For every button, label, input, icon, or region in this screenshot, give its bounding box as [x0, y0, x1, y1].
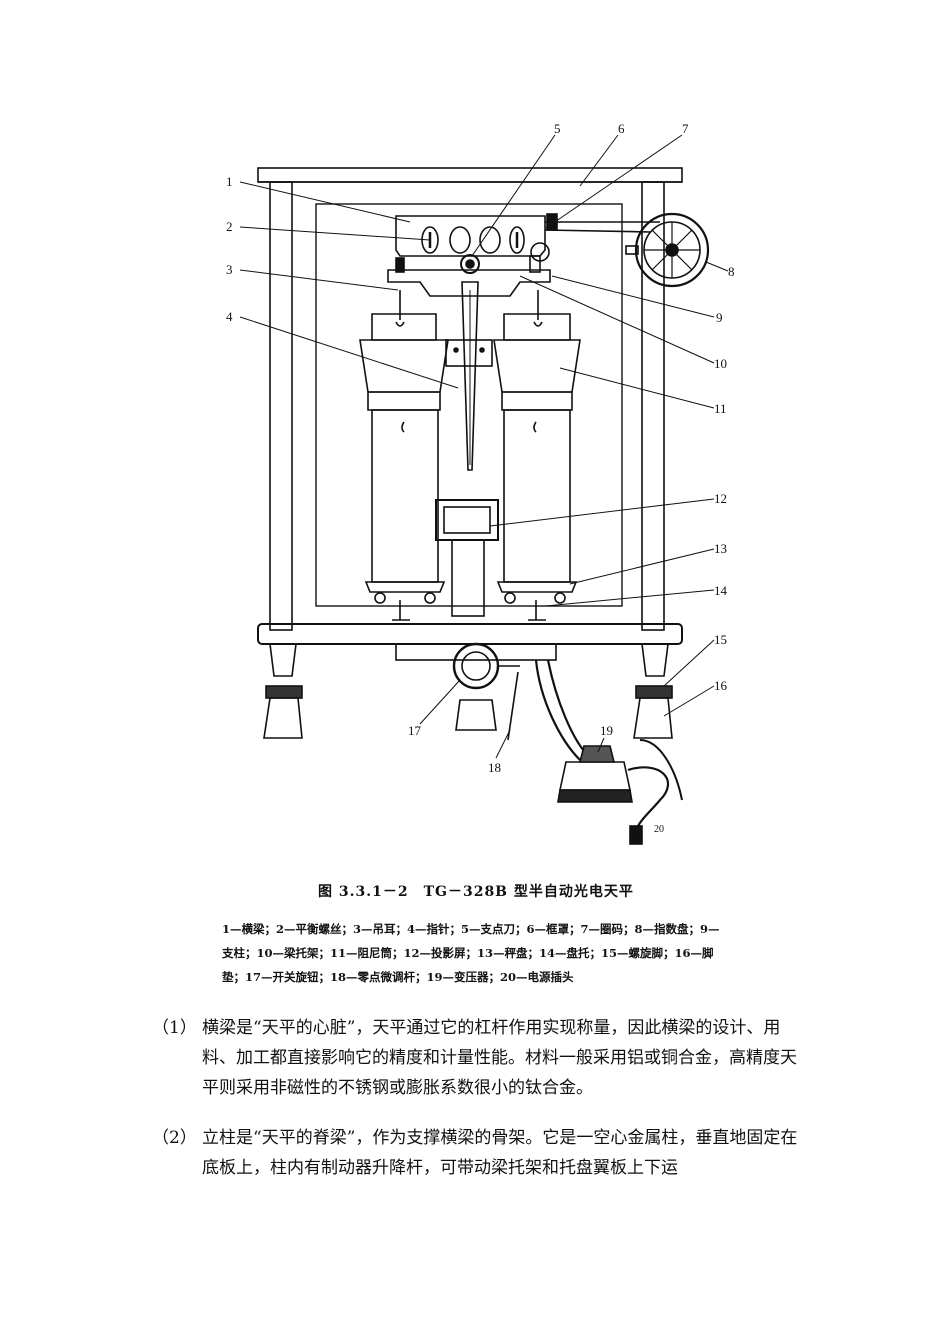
part-label-4: 4: [226, 309, 233, 324]
right-foot: [633, 643, 673, 739]
figure-legend: 1—横梁；2—平衡螺丝；3—吊耳；4—指针；5—支点刀；6—框罩；7—圈码；8—…: [222, 922, 720, 984]
transformer: [559, 761, 631, 791]
part-label-20: 20: [654, 824, 664, 835]
left-foot: [263, 643, 303, 739]
paragraph-text: 横梁是“天平的心脏”，天平通过它的杠杆作用实现称量，因此横梁的设计、用料、加工都…: [202, 1018, 797, 1098]
part-label-5: 5: [554, 121, 561, 136]
top-plate: [257, 167, 683, 183]
part-label-9: 9: [716, 310, 723, 325]
part-label-11: 11: [714, 401, 727, 416]
part-label-17: 17: [408, 723, 422, 738]
part-label-13: 13: [714, 541, 727, 556]
part-label-19: 19: [600, 723, 613, 738]
right-pan-assembly: [493, 313, 581, 604]
switch-knob: [452, 642, 500, 690]
dial: [634, 212, 710, 288]
part-label-10: 10: [714, 356, 727, 371]
part-label-2: 2: [226, 219, 233, 234]
paragraph-number: （2）: [152, 1128, 197, 1148]
column: [451, 539, 485, 617]
paragraph-text: 立柱是“天平的脊梁”，作为支撑横梁的骨架。它是一空心金属柱，垂直地固定在底板上，…: [202, 1128, 798, 1178]
pointer: [461, 281, 479, 471]
left-post: [269, 181, 293, 631]
left-pan-assembly: [359, 313, 449, 604]
part-label-6: 6: [618, 121, 625, 136]
paragraph-number: （1）: [152, 1018, 197, 1038]
base-plate: [257, 623, 683, 645]
fulcrum: [460, 254, 480, 274]
part-label-8: 8: [728, 264, 735, 279]
part-label-15: 15: [714, 632, 727, 647]
part-label-1: 1: [226, 174, 233, 189]
case-frame: [315, 203, 623, 607]
beam: [395, 215, 546, 257]
part-label-16: 16: [714, 678, 728, 693]
part-label-18: 18: [488, 760, 501, 775]
part-label-7: 7: [682, 121, 689, 136]
figure-caption: 图 3.3.1－2 TG－328B 型半自动光电天平: [318, 884, 634, 900]
part-label-3: 3: [226, 262, 233, 277]
part-label-12: 12: [714, 491, 727, 506]
balance-drawing: 1 2 3 4 5 6 7 8 9 10 11 12 13 14 15 16 1…: [226, 121, 735, 845]
balance-diagram: 1 2 3 4 5 6 7 8 9 10 11 12 13 14 15 16 1…: [226, 121, 735, 845]
projection-screen: [435, 499, 499, 541]
right-post: [641, 181, 665, 631]
part-label-14: 14: [714, 583, 728, 598]
